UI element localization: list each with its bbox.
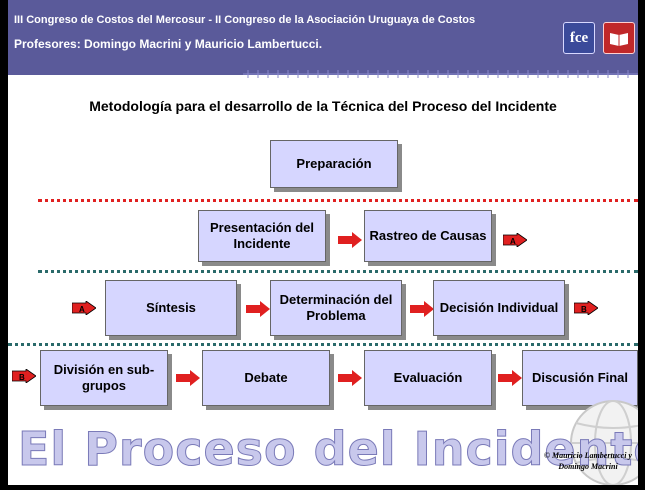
step-debate: Debate xyxy=(202,350,330,406)
flow-arrow-icon xyxy=(176,370,200,386)
marker-label: A xyxy=(79,305,85,314)
connector-marker-icon: A xyxy=(72,301,96,315)
flow-arrow-icon xyxy=(498,370,522,386)
marker-label: A xyxy=(510,237,516,246)
fce-logo: fce xyxy=(563,22,595,54)
step-rastreo-causas: Rastreo de Causas xyxy=(364,210,492,262)
professors-line: Profesores: Domingo Macrini y Mauricio L… xyxy=(14,37,323,51)
open-book-icon xyxy=(603,22,635,54)
separator-red xyxy=(38,199,638,202)
slide: III Congreso de Costos del Mercosur - II… xyxy=(8,0,638,485)
marker-label: B xyxy=(581,305,587,314)
step-presentacion-incidente: Presentación del Incidente xyxy=(198,210,326,262)
flow-arrow-icon xyxy=(338,232,362,248)
flow-arrow-icon xyxy=(410,301,434,317)
watermark-title: El Proceso del Incidente xyxy=(18,422,638,477)
copyright-credit: © Mauricio Lambertucci y Domingo Macrini xyxy=(528,450,638,472)
fce-logo-text: fce xyxy=(569,29,589,46)
step-evaluacion: Evaluación xyxy=(364,350,492,406)
globe-icon xyxy=(570,400,638,485)
separator-teal xyxy=(38,270,638,273)
congress-title: III Congreso de Costos del Mercosur - II… xyxy=(14,14,476,26)
separator-teal xyxy=(8,343,638,346)
connector-marker-icon: A xyxy=(503,233,527,247)
flow-arrow-icon xyxy=(246,301,270,317)
connector-marker-icon: B xyxy=(574,301,598,315)
step-preparacion: Preparación xyxy=(270,140,398,188)
step-determinacion-problema: Determinación del Problema xyxy=(270,280,402,336)
step-discusion-final: Discusión Final xyxy=(522,350,638,406)
credit-line2: Domingo Macrini xyxy=(558,462,618,471)
marker-label: B xyxy=(19,373,25,382)
connector-marker-icon: B xyxy=(12,369,36,383)
step-decision-individual: Decisión Individual xyxy=(433,280,565,336)
header-ruler xyxy=(243,70,638,78)
credit-line1: © Mauricio Lambertucci y xyxy=(544,451,632,460)
step-division-subgrupos: División en sub-grupos xyxy=(40,350,168,406)
flow-arrow-icon xyxy=(338,370,362,386)
slide-title: Metodología para el desarrollo de la Téc… xyxy=(89,98,557,114)
header-bar: III Congreso de Costos del Mercosur - II… xyxy=(8,0,638,75)
step-sintesis: Síntesis xyxy=(105,280,237,336)
